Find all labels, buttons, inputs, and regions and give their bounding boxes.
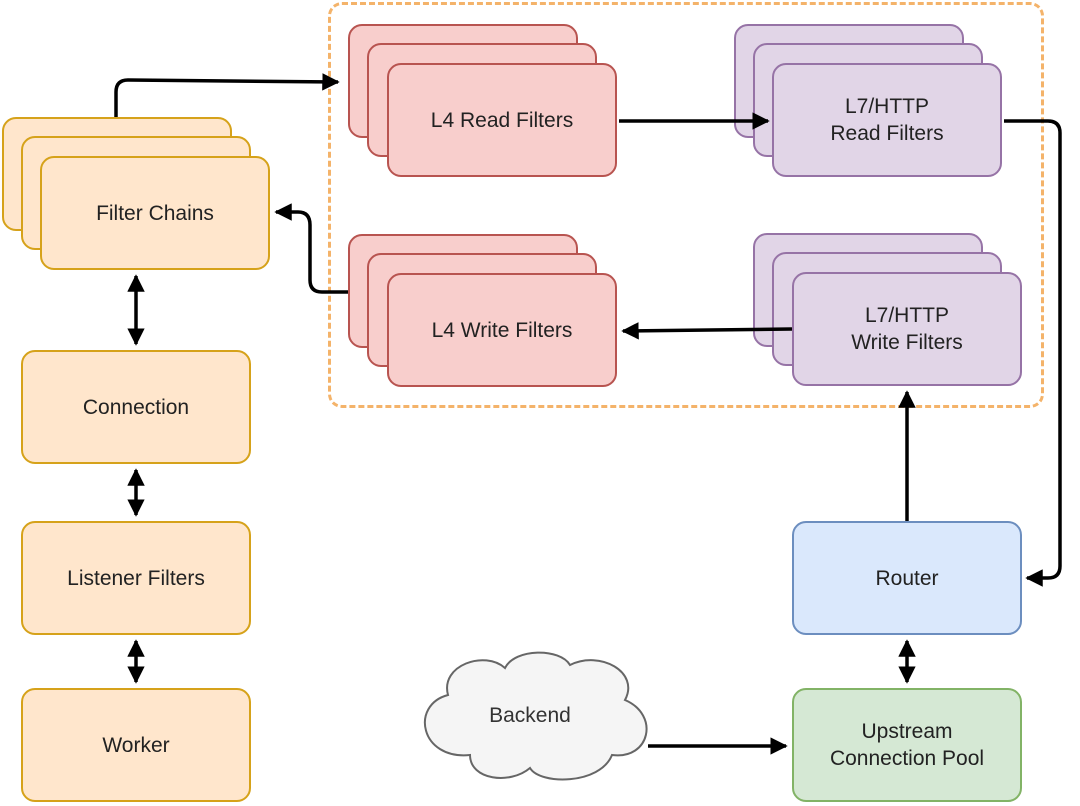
connection-node[interactable]	[21, 350, 251, 464]
l7-read-filters-label: L7/HTTP Read Filters	[830, 95, 944, 145]
backend-label: Backend	[489, 704, 571, 727]
l4-write-filters-label: L4 Write Filters	[431, 318, 573, 342]
edge-l4-write-to-filter-chains	[274, 203, 348, 294]
edge-l7-write-to-l4-write	[621, 322, 793, 340]
l4-read-filters-node[interactable]	[387, 63, 617, 177]
l7-write-filters-label: L7/HTTP Write Filters	[851, 304, 963, 354]
upstream-pool-label: Upstream Connection Pool	[829, 720, 985, 770]
edge-filter-chains-to-l4-read	[114, 73, 340, 117]
l7-write-filters-node[interactable]	[792, 272, 1022, 386]
worker-label: Worker	[102, 733, 170, 757]
l7-read-filters-node[interactable]	[772, 63, 1002, 177]
listener-filters-node[interactable]	[21, 521, 251, 635]
l4-read-filters-label: L4 Read Filters	[430, 108, 574, 132]
worker-node[interactable]	[21, 688, 251, 802]
upstream-pool-node[interactable]	[792, 688, 1022, 802]
router-node[interactable]	[792, 521, 1022, 635]
filter-group-outline	[328, 2, 1044, 408]
filter-chains-label: Filter Chains	[96, 201, 214, 225]
listener-filters-label: Listener Filters	[67, 566, 205, 590]
router-label: Router	[875, 566, 939, 590]
l4-write-filters-node[interactable]	[387, 273, 617, 387]
filter-chains-node[interactable]	[40, 156, 270, 270]
backend-cloud-icon[interactable]	[424, 651, 648, 781]
edge-l7-read-to-router	[1004, 119, 1062, 587]
connection-label: Connection	[82, 395, 190, 419]
